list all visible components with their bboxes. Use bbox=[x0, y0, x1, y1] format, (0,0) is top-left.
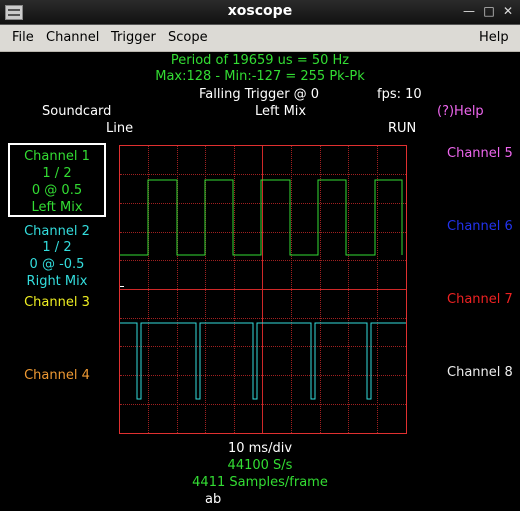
channel-1-name: Channel 1 bbox=[24, 149, 90, 164]
channel-6-name[interactable]: Channel 6 bbox=[447, 219, 513, 234]
center-horizontal-axis bbox=[120, 289, 406, 290]
menu-scope[interactable]: Scope bbox=[168, 30, 208, 45]
channel-2-position: 0 @ -0.5 bbox=[29, 257, 85, 272]
grid-line bbox=[120, 174, 406, 175]
channel-1-trace bbox=[120, 179, 403, 256]
channel-1-scale: 1 / 2 bbox=[42, 166, 72, 181]
channel-7-name[interactable]: Channel 7 bbox=[447, 292, 513, 307]
channel-4-name[interactable]: Channel 4 bbox=[24, 368, 90, 383]
maximize-icon[interactable]: □ bbox=[483, 4, 495, 18]
timebase-readout: 10 ms/div bbox=[227, 441, 293, 456]
grid-line bbox=[120, 260, 406, 261]
channel-3-name[interactable]: Channel 3 bbox=[24, 295, 90, 310]
window-menu-icon[interactable] bbox=[5, 5, 23, 20]
menu-trigger[interactable]: Trigger bbox=[111, 30, 156, 45]
trigger-status: Falling Trigger @ 0 bbox=[199, 87, 320, 102]
menu-file[interactable]: File bbox=[12, 30, 34, 45]
line-label: Line bbox=[106, 121, 134, 136]
menu-channel[interactable]: Channel bbox=[46, 30, 100, 45]
grid-line bbox=[120, 375, 406, 376]
source-label: Soundcard bbox=[42, 104, 112, 119]
minimize-icon[interactable]: — bbox=[463, 4, 475, 18]
peak-readout: Max:128 - Min:-127 = 255 Pk-Pk bbox=[155, 69, 365, 84]
mix-label: Left Mix bbox=[255, 104, 307, 119]
grid-line bbox=[120, 203, 406, 204]
channel-8-name[interactable]: Channel 8 bbox=[447, 365, 513, 380]
window-title: xoscope bbox=[227, 3, 293, 19]
channel-2-source: Right Mix bbox=[26, 274, 88, 289]
grid-line bbox=[120, 346, 406, 347]
sample-rate-readout: 44100 S/s bbox=[227, 458, 293, 473]
trigger-level-marker bbox=[120, 286, 124, 287]
fps-readout: fps: 10 bbox=[377, 87, 422, 102]
run-status[interactable]: RUN bbox=[388, 121, 417, 136]
channel-1-selected-frame[interactable] bbox=[8, 143, 106, 217]
channel-1-position: 0 @ 0.5 bbox=[31, 183, 83, 198]
menu-bar: File Channel Trigger Scope Help bbox=[0, 25, 520, 52]
channel-1-source: Left Mix bbox=[31, 200, 83, 215]
help-hint[interactable]: (?)Help bbox=[437, 104, 484, 119]
grid-line bbox=[120, 232, 406, 233]
channel-2-trace bbox=[120, 322, 406, 400]
channel-2-scale: 1 / 2 bbox=[42, 240, 72, 255]
title-bar: xoscope — □ ✕ bbox=[0, 0, 520, 25]
active-channels-readout: ab bbox=[205, 492, 222, 507]
grid-line bbox=[120, 318, 406, 319]
grid-line bbox=[120, 404, 406, 405]
menu-help[interactable]: Help bbox=[479, 30, 509, 45]
period-readout: Period of 19659 us = 50 Hz bbox=[170, 53, 350, 68]
channel-2-name[interactable]: Channel 2 bbox=[24, 224, 90, 239]
channel-5-name[interactable]: Channel 5 bbox=[447, 146, 513, 161]
scope-graticule[interactable] bbox=[119, 145, 407, 434]
close-icon[interactable]: ✕ bbox=[502, 4, 514, 18]
samples-per-frame-readout: 4411 Samples/frame bbox=[192, 475, 328, 490]
